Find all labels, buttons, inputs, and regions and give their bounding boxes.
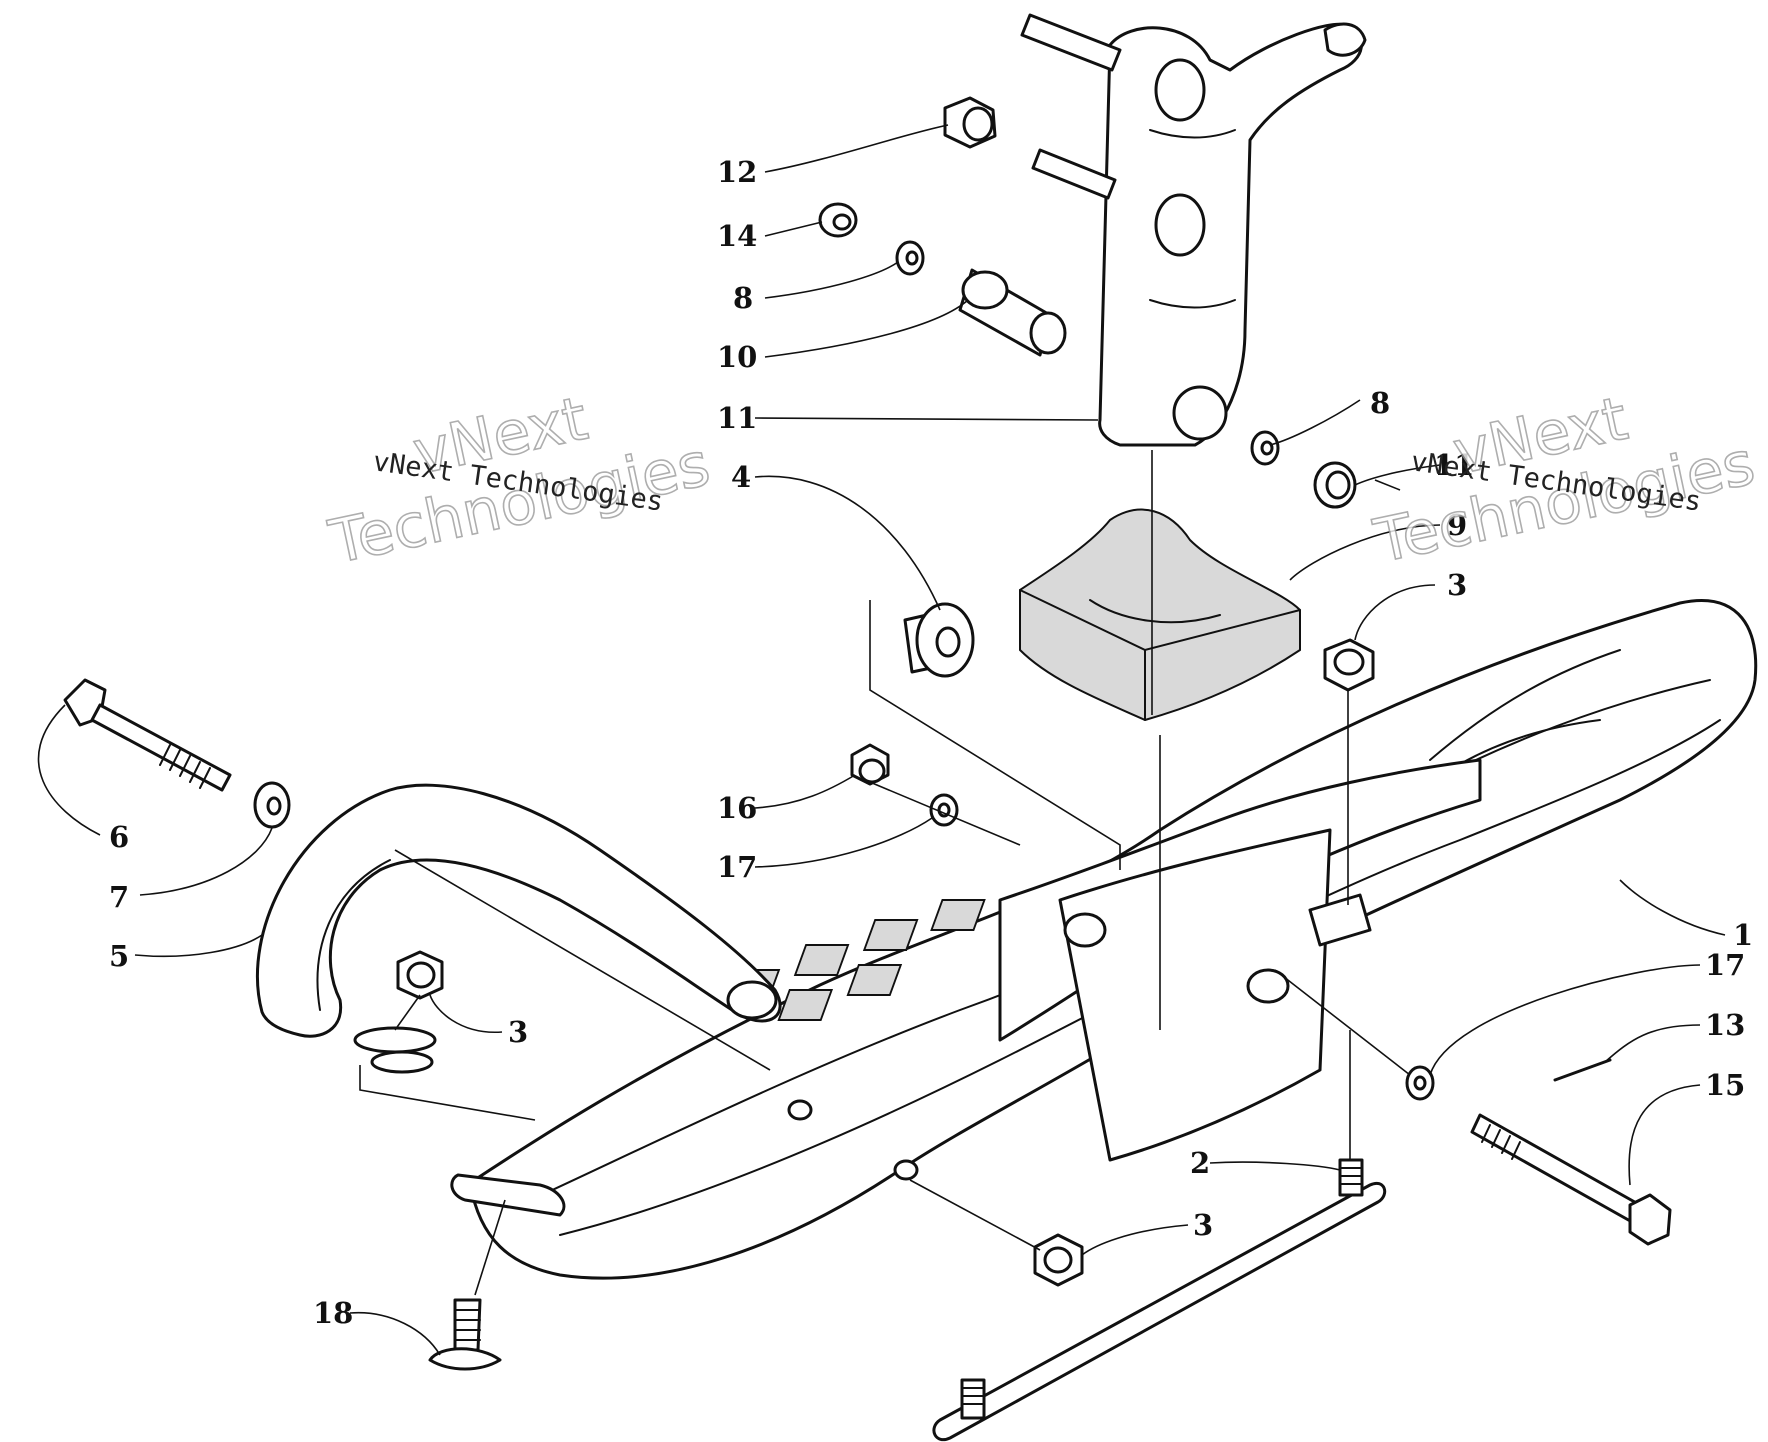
washer-17-left <box>929 793 959 827</box>
nut-3-lower <box>1033 1233 1084 1287</box>
callout-7: 7 <box>109 880 129 914</box>
callout-14: 14 <box>717 219 757 253</box>
callout-10: 10 <box>717 340 757 374</box>
spindle-arm <box>1098 22 1367 447</box>
callout-8-upper: 8 <box>733 281 753 315</box>
callout-4: 4 <box>731 460 751 494</box>
washer-17-right <box>1405 1065 1435 1101</box>
wear-bar-2 <box>932 1158 1387 1442</box>
callout-8-lower: 8 <box>1370 386 1390 420</box>
callout-13: 13 <box>1705 1008 1745 1042</box>
leader-lines <box>37 124 1726 1356</box>
callout-1: 1 <box>1733 918 1753 952</box>
callout-12: 12 <box>717 155 757 189</box>
nut-12 <box>943 96 997 149</box>
callout-3-upper: 3 <box>1447 568 1467 602</box>
callout-18: 18 <box>313 1296 353 1330</box>
spindle-upper-stud <box>1020 13 1122 200</box>
callout-9: 9 <box>1447 508 1467 542</box>
callout-15: 15 <box>1705 1068 1745 1102</box>
callout-labels: 12 14 8 10 11 4 8 11 9 3 6 7 5 16 17 1 3… <box>109 155 1753 1330</box>
bushing-11 <box>1313 461 1357 509</box>
ski-body <box>468 599 1758 1280</box>
dampener-block-9 <box>1019 508 1301 722</box>
nut-16 <box>850 743 890 786</box>
callout-3-left: 3 <box>508 1015 528 1049</box>
callout-16: 16 <box>717 791 757 825</box>
screw-18 <box>428 1298 502 1371</box>
nut-3-upper <box>1323 638 1375 692</box>
callout-11-bushing: 11 <box>1434 448 1474 482</box>
callout-3-lower: 3 <box>1193 1208 1213 1242</box>
callout-5: 5 <box>109 939 129 973</box>
washer-8-upper <box>895 240 925 276</box>
callout-6: 6 <box>109 820 129 854</box>
callout-11-spindle: 11 <box>717 401 757 435</box>
sleeve-10 <box>958 268 1067 357</box>
callout-17-left: 17 <box>717 850 757 884</box>
ski-tip-cap <box>450 1173 566 1217</box>
bushing-14 <box>818 202 858 238</box>
washer-8-lower <box>1250 430 1280 466</box>
pin-4 <box>903 602 975 678</box>
callout-17-right: 17 <box>1705 948 1745 982</box>
ski-ribs <box>724 899 986 1021</box>
washer-7 <box>253 781 291 829</box>
bolt-15 <box>1470 1113 1672 1246</box>
callout-2: 2 <box>1190 1146 1210 1180</box>
nut-3-left <box>396 950 444 1000</box>
cotter-pin-13 <box>1553 1058 1612 1082</box>
bolt-6 <box>63 678 232 792</box>
alignment-lines <box>359 450 1411 1296</box>
ski-handle <box>256 783 782 1074</box>
